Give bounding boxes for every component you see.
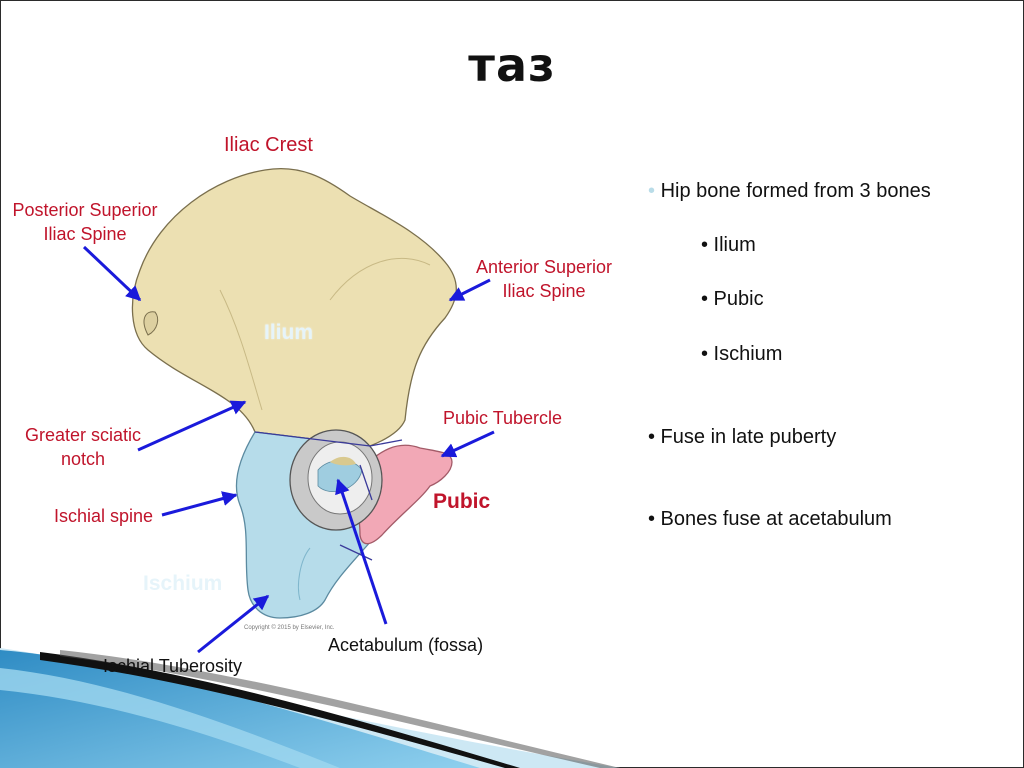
bullet-marker: • [648,180,656,202]
label-pubic-tubercle: Pubic Tubercle [443,408,563,428]
bullet-fuse-acetabulum: • Bones fuse at acetabulum [648,508,892,530]
label-acetabulum: Acetabulum (fossa) [328,635,484,655]
label-iliac-crest: Iliac Crest [224,134,313,156]
label-line: Iliac Spine [43,224,127,244]
label-line: Iliac Spine [502,281,586,301]
sub-bullet-ilium: • Ilium [701,234,756,256]
bullet-fuse-puberty: • Fuse in late puberty [648,426,837,448]
arrow-acetabulum [335,478,388,625]
region-label-ilium: Ilium [264,321,314,344]
region-label-ischium: Ischium [143,572,223,595]
arrow-ischial-tuberosity [197,594,270,654]
arrow-greater-sciatic [137,400,247,452]
sub-bullet-pubic: • Pubic [701,288,764,310]
bullet-hip-bone: • Hip bone formed from 3 bones [648,180,931,203]
label-line: notch [60,449,106,469]
label-greater-sciatic-notch: Greater sciatic notch [10,423,156,471]
label-anterior-superior-iliac-spine: Anterior Superior Iliac Spine [460,255,628,303]
label-ischial-tuberosity: Ischial Tuberosity [103,656,243,676]
slide-title: таз [468,38,556,92]
region-label-pubic: Pubic [433,490,491,513]
label-ischial-spine: Ischial spine [54,506,154,526]
label-line: Anterior Superior [475,257,613,277]
copyright-text: Copyright © 2015 by Elsevier, Inc. [244,625,335,631]
label-posterior-superior-iliac-spine: Posterior Superior Iliac Spine [0,198,170,246]
label-line: Posterior Superior [12,200,158,220]
label-line: Greater sciatic [24,425,142,445]
arrow-anterior-superior [448,278,491,302]
footer-swoosh [0,648,620,768]
arrow-pubic-tubercle [440,430,495,458]
ilium-shape [131,168,457,447]
sub-bullet-ischium: • Ischium [701,343,783,365]
bullet-text: Hip bone formed from 3 bones [660,180,931,202]
arrow-posterior-superior [82,245,142,302]
arrow-ischial-spine [161,491,238,517]
